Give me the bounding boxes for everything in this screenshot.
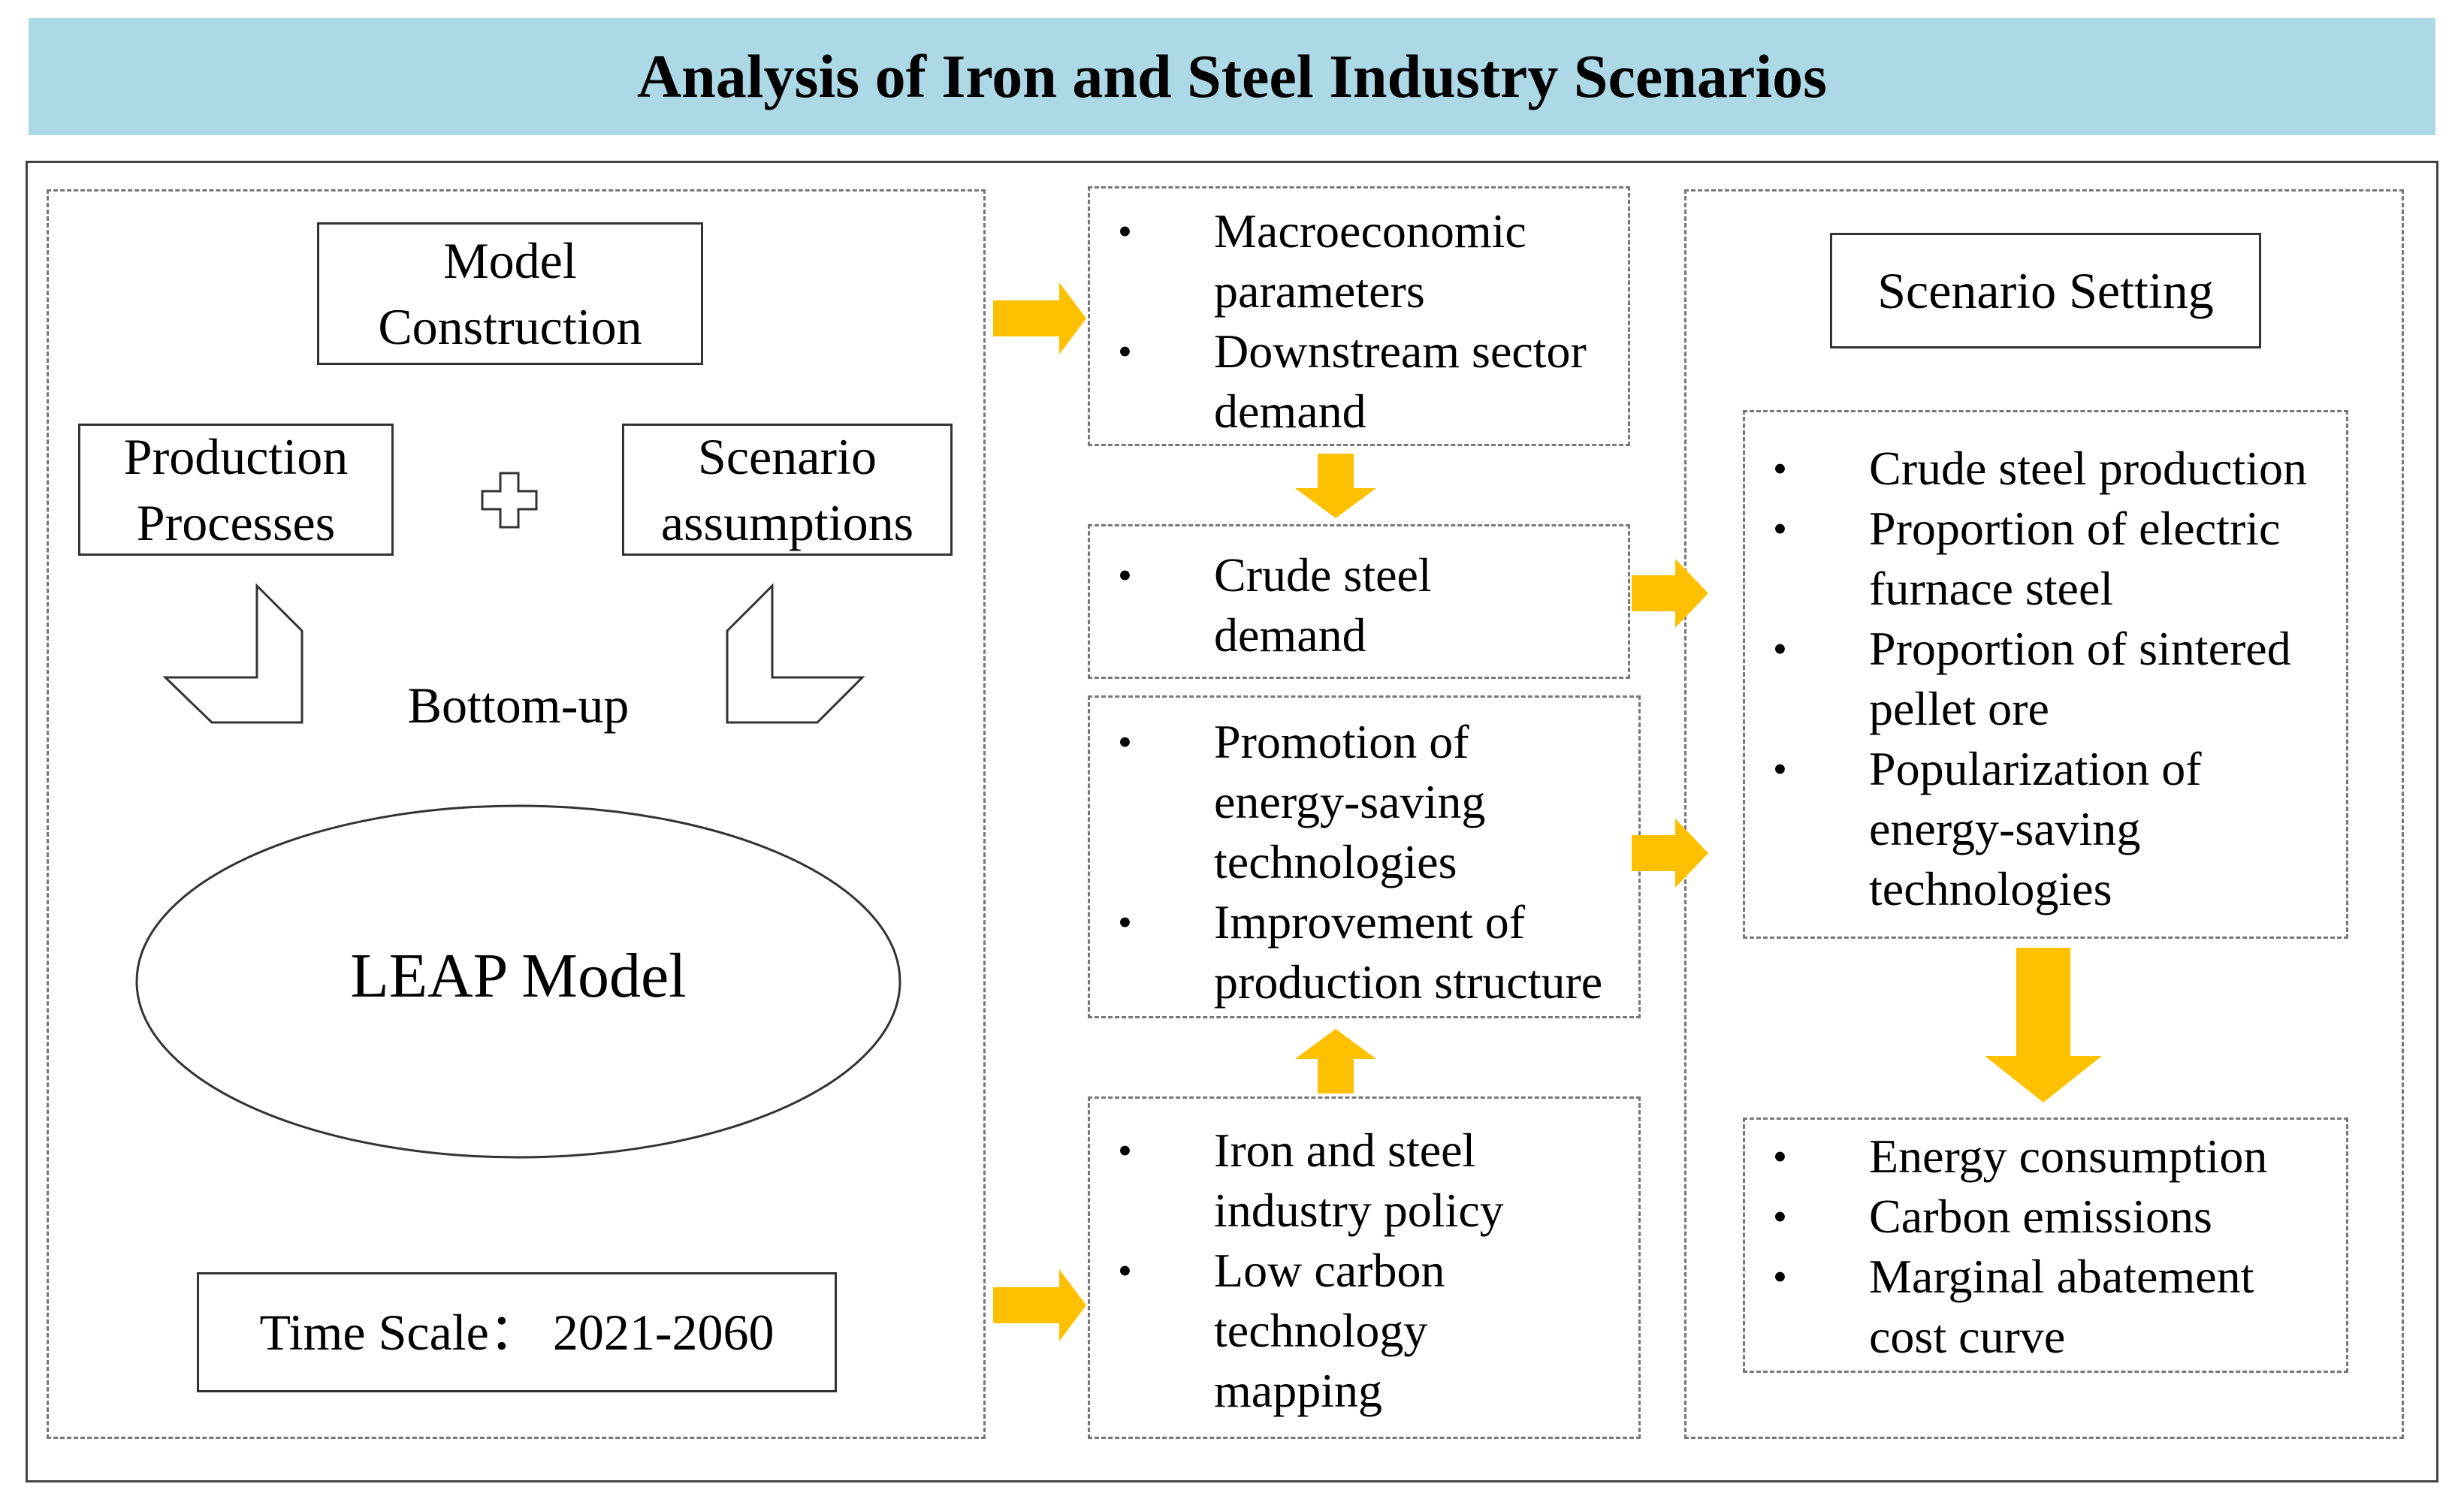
left-merge-arrow-icon — [162, 583, 303, 724]
crude-demand-box — [1088, 524, 1630, 679]
crude-demand-list: •Crude steel demand — [1088, 545, 1630, 665]
outer-frame — [26, 161, 2438, 1482]
list-item: •Proportion of electric furnace steel — [1773, 502, 2281, 615]
time-scale-box: Time Scale： 2021-2060 — [197, 1272, 837, 1392]
list-item: •Macroeconomic parameters — [1118, 204, 1526, 318]
list-item: •Improvement of production structure — [1118, 895, 1603, 1009]
list-item: •Marginal abatement cost curve — [1773, 1250, 2254, 1363]
measures-list: •Promotion of energy-saving technologies… — [1088, 712, 1641, 1012]
right-panel — [1684, 189, 2404, 1439]
settings-list: •Crude steel production •Proportion of e… — [1743, 439, 2348, 919]
list-item: •Proportion of sintered pellet ore — [1773, 622, 2291, 735]
production-processes-label: Production Processes — [123, 428, 349, 551]
model-construction-label: Model Construction — [378, 232, 642, 355]
arrow-right-icon — [993, 282, 1086, 354]
list-item: •Carbon emissions — [1773, 1190, 2212, 1243]
policy-box — [1088, 1096, 1641, 1439]
list-item: •Iron and steel industry policy — [1118, 1124, 1504, 1237]
diagram-title: Analysis of Iron and Steel Industry Scen… — [636, 42, 1828, 110]
outputs-box — [1743, 1117, 2348, 1373]
inputs-box — [1088, 186, 1630, 446]
list-item: •Energy consumption — [1773, 1130, 2268, 1183]
arrow-down-icon — [1985, 948, 2102, 1102]
scenario-setting-label: Scenario Setting — [1877, 262, 2214, 319]
leap-ellipse — [135, 804, 901, 1159]
arrow-down-icon — [1295, 454, 1376, 518]
inputs-list: •Macroeconomic parameters •Downstream se… — [1088, 201, 1630, 442]
model-construction-box: Model Construction — [317, 222, 703, 365]
plus-icon — [481, 472, 538, 529]
production-processes-box: Production Processes — [78, 424, 394, 556]
outputs-list: •Energy consumption •Carbon emissions •M… — [1743, 1127, 2348, 1367]
bottom-up-label: Bottom-up — [407, 677, 630, 734]
list-item: •Popularization of energy-saving technol… — [1773, 742, 2202, 915]
left-panel — [47, 189, 986, 1439]
settings-box — [1743, 410, 2348, 939]
list-item: •Crude steel production — [1773, 442, 2307, 495]
arrow-up-icon — [1295, 1029, 1376, 1093]
arrow-right-icon — [1632, 559, 1708, 628]
left-shapes — [162, 472, 865, 724]
title-banner: Analysis of Iron and Steel Industry Scen… — [29, 18, 2435, 135]
scenario-assumptions-label: Scenario assumptions — [660, 428, 914, 551]
arrow-right-icon — [1632, 819, 1708, 888]
scenario-setting-box: Scenario Setting — [1830, 233, 2261, 348]
list-item: •Promotion of energy-saving technologies — [1118, 715, 1486, 888]
policy-list: •Iron and steel industry policy •Low car… — [1088, 1120, 1641, 1421]
list-item: •Crude steel demand — [1118, 548, 1432, 662]
list-item: •Downstream sector demand — [1118, 324, 1587, 438]
list-item: •Low carbon technology mapping — [1118, 1244, 1445, 1417]
scenario-assumptions-box: Scenario assumptions — [622, 424, 953, 556]
leap-model-label: LEAP Model — [350, 941, 687, 1011]
arrow-right-icon — [993, 1269, 1086, 1341]
time-scale-label: Time Scale： 2021-2060 — [259, 1304, 775, 1361]
right-merge-arrow-icon — [726, 583, 865, 724]
